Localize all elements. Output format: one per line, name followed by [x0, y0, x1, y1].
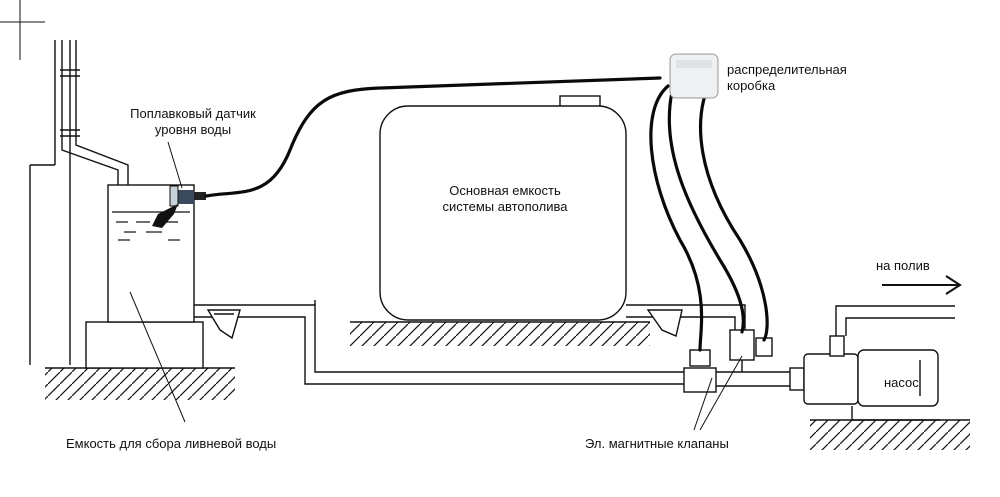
sensor-wire	[204, 76, 662, 198]
filter-right-icon	[646, 309, 683, 337]
rain-tank-base	[85, 321, 204, 369]
rain-tank-label: Емкость для сбора ливневой воды	[66, 436, 277, 451]
filter-left-icon	[206, 309, 241, 340]
pump-icon	[789, 335, 939, 407]
junction-box-label: распределительная коробка	[727, 62, 847, 94]
to-watering-arrow-icon	[882, 275, 962, 295]
to-watering-label: на полив	[876, 258, 930, 273]
ground-right	[810, 420, 970, 450]
pump-stand	[851, 406, 940, 421]
house-wall	[29, 40, 71, 365]
rain-tank	[107, 184, 195, 323]
junction-box-icon	[669, 53, 719, 99]
solenoid-valves-label: Эл. магнитные клапаны	[585, 436, 729, 451]
solenoid-valve-1	[683, 349, 717, 393]
pump-label: насос	[884, 375, 919, 390]
main-tank-label: Основная емкость системы автополива	[420, 183, 590, 215]
float-sensor-icon	[152, 185, 206, 228]
valve-wires	[649, 76, 769, 352]
float-sensor-label-line1: Поплавковый датчик	[130, 106, 256, 121]
float-sensor-label-line2: уровня воды	[154, 122, 232, 137]
crosshair-mark	[0, 0, 45, 60]
outlet-pipe	[835, 305, 955, 336]
ground-middle	[350, 322, 650, 346]
solenoid-valve-2	[729, 329, 773, 361]
main-tank-label-line2: системы автополива	[442, 199, 568, 214]
supply-pipe	[194, 300, 690, 385]
leader-lines	[129, 141, 743, 431]
main-tank-label-line1: Основная емкость	[449, 183, 561, 198]
valve-pipes	[716, 360, 790, 387]
float-sensor-label: Поплавковый датчик уровня воды	[118, 106, 268, 138]
main-tank	[379, 105, 627, 321]
junction-box-label-line2: коробка	[727, 78, 776, 93]
junction-box-label-line1: распределительная	[727, 62, 847, 77]
ground-left	[45, 368, 235, 400]
downpipe	[60, 40, 129, 190]
